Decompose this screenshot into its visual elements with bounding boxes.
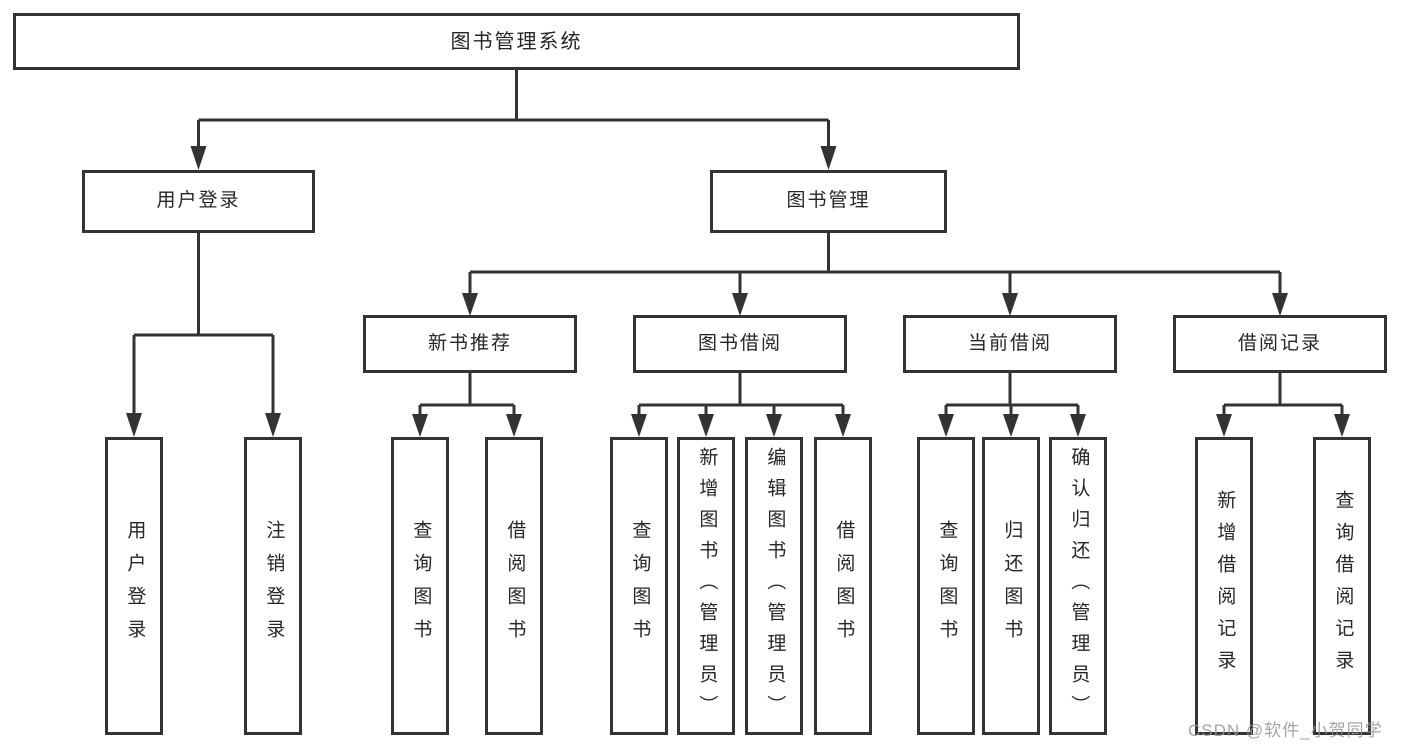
- arrowhead: [820, 146, 837, 170]
- node-root-system: 图书管理系统: [13, 13, 1020, 70]
- arrowhead: [631, 414, 647, 437]
- node-book-management: 图书管理: [710, 170, 947, 233]
- arrowhead: [1002, 293, 1018, 316]
- arrowhead: [126, 413, 142, 437]
- edge-newbook-to-leaves: [418, 373, 516, 418]
- node-book-borrow: 图书借阅: [633, 315, 847, 373]
- edge-bookborrow-to-leaves: [637, 373, 845, 418]
- node-borrow-record: 借阅记录: [1173, 315, 1387, 373]
- leaf-borrow-query-books: 查询图书: [610, 437, 668, 735]
- arrowhead: [1334, 414, 1350, 437]
- leaf-record-add-borrow-record: 新增借阅记录: [1195, 437, 1253, 735]
- arrowhead: [412, 414, 428, 437]
- arrowhead: [506, 414, 522, 437]
- edge-borrowrecord-to-leaves: [1222, 373, 1344, 418]
- arrowhead: [732, 293, 748, 316]
- node-current-borrow: 当前借阅: [903, 315, 1117, 373]
- node-new-book-recommend: 新书推荐: [363, 315, 577, 373]
- edge-userlogin-to-leaves: [132, 233, 275, 417]
- arrowhead: [938, 414, 954, 437]
- leaf-borrow-add-books-admin: 新增图书（管理员）: [677, 437, 735, 735]
- leaf-newbook-query-books: 查询图书: [391, 437, 449, 735]
- leaf-logout: 注销登录: [244, 437, 302, 735]
- arrowhead: [698, 414, 714, 437]
- node-user-login: 用户登录: [82, 170, 315, 233]
- arrowhead: [1216, 414, 1232, 437]
- leaf-borrow-borrow-books: 借阅图书: [814, 437, 872, 735]
- arrowhead: [1003, 414, 1019, 437]
- leaf-borrow-edit-books-admin: 编辑图书（管理员）: [745, 437, 803, 735]
- arrowhead: [835, 414, 851, 437]
- arrowhead: [1272, 293, 1288, 316]
- leaf-record-query-borrow-record: 查询借阅记录: [1313, 437, 1371, 735]
- edge-bookmgmt-to-level2: [468, 233, 1282, 297]
- leaf-newbook-borrow-books: 借阅图书: [485, 437, 543, 735]
- leaf-current-confirm-return-admin: 确认归还（管理员）: [1049, 437, 1107, 735]
- arrowhead: [766, 414, 782, 437]
- arrowhead: [1070, 414, 1086, 437]
- arrowhead: [190, 146, 207, 170]
- csdn-watermark: CSDN @软件_小贺同学: [1188, 721, 1383, 740]
- edge-root-to-level1: [197, 70, 830, 150]
- arrowhead: [265, 413, 281, 437]
- arrowhead: [462, 293, 478, 316]
- leaf-current-query-books: 查询图书: [917, 437, 975, 735]
- leaf-current-return-books: 归还图书: [982, 437, 1040, 735]
- edge-currentborrow-to-leaves: [944, 373, 1080, 418]
- leaf-user-login: 用户登录: [105, 437, 163, 735]
